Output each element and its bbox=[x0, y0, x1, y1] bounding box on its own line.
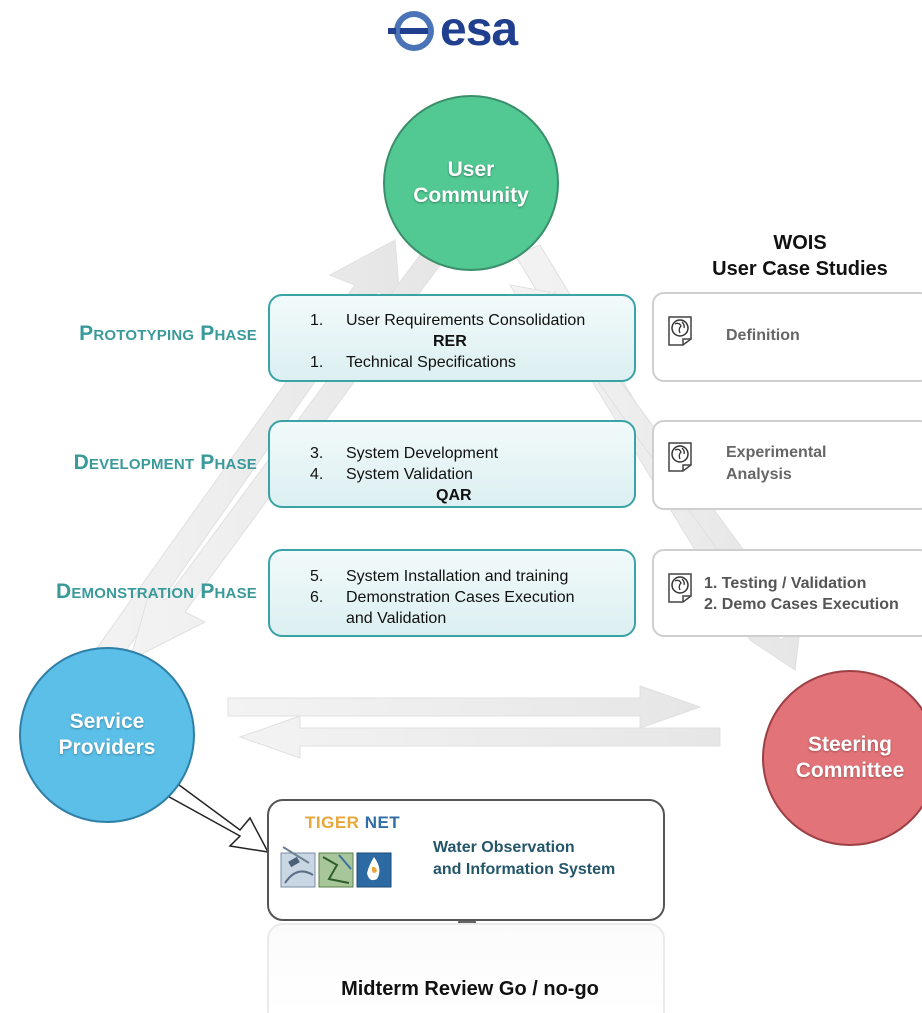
wois-system-line2: and Information System bbox=[433, 861, 616, 878]
phase-item: 3. System Development bbox=[310, 444, 498, 464]
phase-item-number: 1. bbox=[310, 312, 324, 329]
tigernet-brand: TIGER NET bbox=[305, 813, 400, 833]
phase-label-prototyping: Prototyping Phase bbox=[79, 322, 257, 345]
case-text-line: Analysis bbox=[726, 466, 792, 483]
phase-item-text: System Installation and training bbox=[346, 568, 569, 585]
wois-box-reflection bbox=[267, 923, 665, 1013]
phase-item-text: Demonstration Cases Execution bbox=[346, 589, 575, 606]
phase-item-text: System Development bbox=[346, 445, 499, 462]
service-providers-node: Service Providers bbox=[19, 647, 195, 823]
case-text-line: Definition bbox=[726, 327, 800, 344]
wois-case-studies-heading: WOIS User Case Studies bbox=[680, 230, 920, 282]
case-study-testing-demo: 1. Testing / Validation 2. Demo Cases Ex… bbox=[652, 549, 922, 637]
case-text-line: 1. Testing / Validation bbox=[704, 575, 867, 592]
arrow-steering-to-providers bbox=[238, 715, 721, 759]
phase-item-number: 4. bbox=[310, 466, 324, 483]
phase-label-development: Development Phase bbox=[73, 451, 257, 474]
wois-heading-line2: User Case Studies bbox=[712, 258, 888, 280]
esa-logo-icon bbox=[388, 11, 434, 51]
case-text-line: Experimental bbox=[726, 444, 827, 461]
globe-document-icon bbox=[668, 316, 692, 346]
phase-item: 1. Technical Specifications bbox=[310, 353, 516, 373]
tigernet-brand-part1: TIGER bbox=[305, 813, 360, 832]
arrow-providers-to-steering bbox=[227, 685, 702, 729]
wois-system-box: TIGER NET Water Observation and Informat… bbox=[267, 799, 665, 921]
globe-document-icon bbox=[668, 573, 692, 603]
user-community-label: User Community bbox=[413, 158, 529, 207]
milestone-rer: RER bbox=[433, 333, 467, 350]
phase-item-text: System Validation bbox=[346, 466, 473, 483]
wois-heading-line1: WOIS bbox=[773, 232, 827, 254]
steering-committee-label: Steering Committee bbox=[795, 733, 905, 782]
globe-document-icon bbox=[668, 442, 692, 472]
case-study-experimental-analysis: Experimental Analysis bbox=[652, 420, 922, 510]
tigernet-brand-part2: NET bbox=[364, 813, 401, 832]
phase-box-demonstration: 5. System Installation and training 6. Dem… bbox=[268, 549, 636, 637]
phase-item-text: User Requirements Consolidation bbox=[346, 312, 586, 329]
esa-logo-text: esa bbox=[440, 3, 518, 56]
phase-item-number: 3. bbox=[310, 445, 324, 462]
phase-item: 6. Demonstration Cases Execution bbox=[310, 588, 575, 608]
wois-system-text: Water Observation and Information System bbox=[433, 837, 615, 881]
phase-box-development: 3. System Development 4. System Validation… bbox=[268, 420, 636, 508]
phase-item: 4. System Validation bbox=[310, 465, 473, 485]
phase-item-number: 6. bbox=[310, 589, 324, 606]
steering-committee-node: Steering Committee bbox=[762, 670, 922, 846]
phase-item-number: 5. bbox=[310, 568, 324, 585]
phase-label-demonstration: Demonstration Phase bbox=[55, 580, 257, 603]
phase-item-continuation: and Validation bbox=[346, 610, 447, 627]
esa-logo: esa bbox=[388, 3, 548, 56]
phase-item: 1. User Requirements Consolidation bbox=[310, 311, 585, 331]
service-providers-label: Service Providers bbox=[58, 710, 156, 759]
phase-box-prototyping: 1. User Requirements Consolidation RER 1.… bbox=[268, 294, 636, 382]
case-study-definition: Definition bbox=[652, 292, 922, 382]
phase-item-number: 1. bbox=[310, 354, 324, 371]
midterm-review-label: Midterm Review Go / no-go bbox=[341, 978, 599, 1000]
phase-item: 5. System Installation and training bbox=[310, 567, 568, 587]
user-community-node: User Community bbox=[383, 95, 559, 271]
tigernet-logo-icon bbox=[280, 846, 392, 888]
wois-system-line1: Water Observation bbox=[433, 839, 575, 856]
milestone-qar: QAR bbox=[436, 487, 472, 504]
phase-item-text: Technical Specifications bbox=[346, 354, 516, 371]
case-text-line: 2. Demo Cases Execution bbox=[704, 596, 899, 613]
